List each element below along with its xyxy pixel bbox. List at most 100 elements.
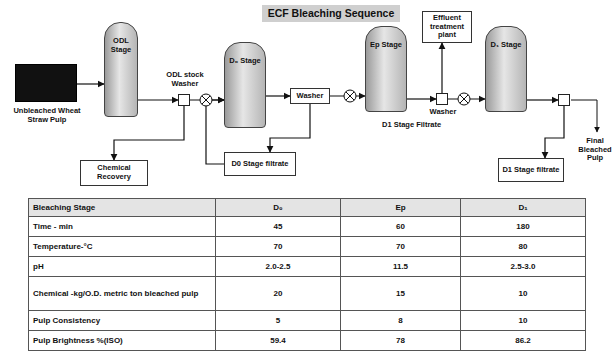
- process-box: D1 Stage filtrate: [498, 158, 564, 182]
- title-text: ECF Bleaching Sequence: [262, 5, 400, 22]
- label-text: 59.4: [270, 336, 286, 345]
- table-cell: 11.5: [340, 256, 461, 277]
- label-text: 2.5-3.0: [511, 262, 536, 271]
- table-cell: Ep: [340, 198, 461, 217]
- mixer-symbol: [344, 90, 356, 102]
- label-text: 5: [276, 316, 280, 325]
- table-cell: 45: [215, 216, 341, 237]
- label-text: D₁: [518, 203, 527, 212]
- flow-connector: [138, 99, 178, 100]
- node-label: D₀ Stage: [225, 57, 265, 66]
- table-cell: 20: [215, 276, 341, 311]
- label-text: 11.5: [393, 262, 408, 271]
- table-cell: 180: [460, 216, 586, 237]
- node-label: D0 Stage filtrate: [229, 160, 290, 169]
- node-label: Effluent treatment plant: [423, 14, 471, 40]
- label-text: Bleaching Stage: [33, 203, 95, 212]
- label-text: 60: [396, 222, 405, 231]
- flow-connector: [545, 106, 564, 158]
- pulp-source-block: Unbleached Wheat Straw Pulp: [15, 64, 77, 102]
- label-text: D₀: [273, 203, 282, 212]
- table-cell: pH: [28, 256, 216, 277]
- flow-connector: [266, 95, 290, 96]
- reactor-tower: D₀ Stage: [224, 42, 266, 128]
- label-text: Temperature-°C: [33, 242, 93, 251]
- diagram-title: ECF Bleaching Sequence: [262, 5, 400, 22]
- table-cell: 59.4: [215, 330, 341, 351]
- flow-connector: [206, 100, 224, 164]
- label-text: Pulp Brightness %(ISO): [33, 336, 123, 345]
- label-text: 45: [274, 222, 283, 231]
- flow-connector: [441, 43, 442, 93]
- washer-symbol: Final Bleached Pulp: [558, 94, 570, 106]
- flow-connector: [270, 104, 310, 152]
- table-cell: Time - min: [28, 216, 216, 237]
- leader-line: [571, 100, 597, 132]
- process-box: D0 Stage filtrate: [224, 152, 296, 176]
- label-text: 20: [274, 289, 283, 298]
- table-cell: 15: [340, 276, 461, 311]
- table-cell: D₀: [215, 198, 341, 217]
- node-label: Ep Stage: [366, 41, 406, 50]
- reactor-tower: D₁ Stage: [485, 26, 527, 112]
- node-label: ODL stock Washer: [163, 71, 207, 88]
- label-text: 70: [274, 242, 283, 251]
- table-cell: 10: [460, 310, 586, 331]
- flow-connector: [77, 83, 104, 84]
- process-box: Effluent treatment plant: [422, 11, 472, 43]
- node-label: Washer: [295, 92, 326, 101]
- table-cell: 2.0-2.5: [215, 256, 341, 277]
- node-label: Washer: [425, 108, 461, 117]
- table-cell: 70: [215, 236, 341, 257]
- table-cell: Pulp Consistency: [28, 310, 216, 331]
- label-text: pH: [33, 262, 44, 271]
- label-text: 15: [396, 289, 405, 298]
- node-label: Unbleached Wheat Straw Pulp: [6, 107, 88, 124]
- label-text: 70: [396, 242, 405, 251]
- label-text: 10: [519, 316, 528, 325]
- table-cell: Temperature-°C: [28, 236, 216, 257]
- process-box: Washer: [290, 88, 330, 104]
- node-label: Final Bleached Pulp: [577, 137, 613, 163]
- label-text: 8: [398, 316, 402, 325]
- table-cell: Pulp Brightness %(ISO): [28, 330, 216, 351]
- reactor-tower: ODL Stage: [104, 22, 138, 117]
- table-cell: 10: [460, 276, 586, 311]
- node-label: D1 Stage filtrate: [500, 166, 561, 175]
- label-text: 10: [519, 289, 528, 298]
- table-cell: Chemical -kg/O.D. metric ton bleached pu…: [28, 276, 216, 311]
- label-text: Pulp Consistency: [33, 316, 100, 325]
- flow-connector: [407, 98, 436, 99]
- table-cell: 70: [340, 236, 461, 257]
- label-text: 78: [396, 336, 405, 345]
- mixer-symbol: [200, 94, 212, 106]
- table-cell: Bleaching Stage: [28, 198, 216, 217]
- label-text: 2.0-2.5: [266, 262, 291, 271]
- process-box: Chemical Recovery: [80, 160, 148, 186]
- node-label: Chemical Recovery: [81, 164, 147, 181]
- table-cell: 8: [340, 310, 461, 331]
- table-cell: 80: [460, 236, 586, 257]
- washer-symbol: ODL stock Washer: [178, 94, 190, 106]
- washer-symbol: Washer: [436, 93, 448, 105]
- node-label: D₁ Stage: [486, 41, 526, 50]
- label-text: D1 Stage Filtrate: [382, 120, 442, 129]
- label-text: 180: [516, 222, 529, 231]
- node-label: ODL Stage: [105, 37, 137, 54]
- table-cell: 2.5-3.0: [460, 256, 586, 277]
- reactor-tower: Ep Stage: [365, 26, 407, 112]
- label-text: Time - min: [33, 222, 73, 231]
- filtrate-note: D1 Stage Filtrate: [382, 120, 442, 130]
- label-text: Chemical -kg/O.D. metric ton bleached pu…: [33, 289, 198, 298]
- label-text: Ep: [395, 203, 405, 212]
- flow-line: [184, 30, 185, 60]
- label-text: 86.2: [515, 336, 531, 345]
- table-cell: 5: [215, 310, 341, 331]
- label-text: 80: [519, 242, 528, 251]
- flow-connector: [527, 99, 558, 100]
- mixer-symbol: [458, 93, 470, 105]
- table-cell: 86.2: [460, 330, 586, 351]
- table-cell: D₁: [460, 198, 586, 217]
- table-cell: 60: [340, 216, 461, 237]
- table-cell: 78: [340, 330, 461, 351]
